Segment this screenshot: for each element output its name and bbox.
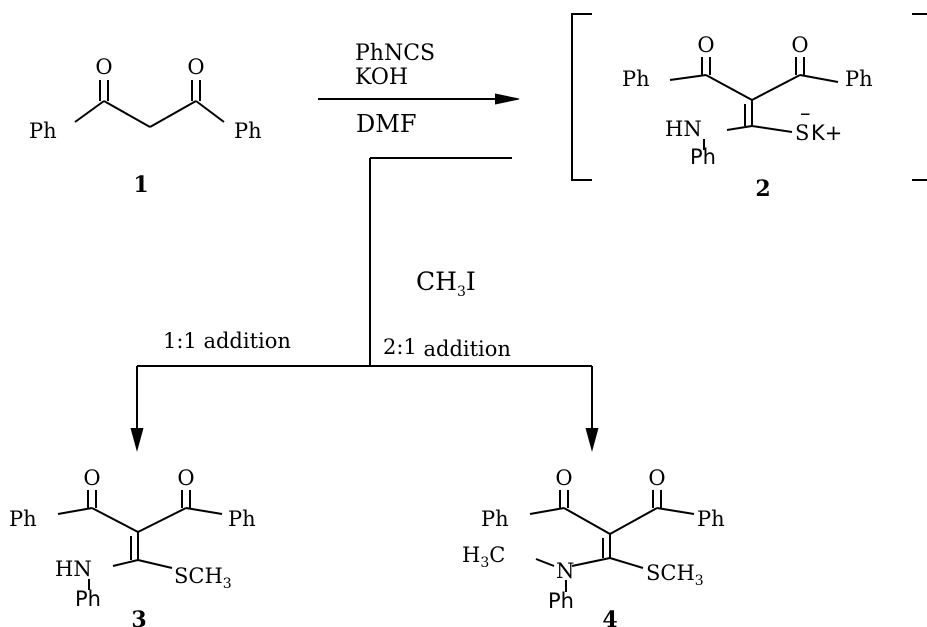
atom-oxygen: O xyxy=(648,466,665,490)
phenyl-group: Ph xyxy=(481,507,509,531)
atom-oxygen: O xyxy=(791,33,808,57)
atom-oxygen: O xyxy=(95,55,112,79)
thiomethyl-group: SCH3 xyxy=(174,564,232,592)
atom-nitrogen: N xyxy=(556,559,574,583)
atom-oxygen: O xyxy=(555,466,572,490)
phenyl-group: Ph xyxy=(9,507,37,531)
condition-2-1-addition: 2:1 addition xyxy=(383,335,511,361)
compound-1: O O Ph Ph 1 xyxy=(29,55,262,198)
compound-label-3: 3 xyxy=(131,607,146,627)
n-methyl-group: H3C xyxy=(462,543,505,571)
branch-lines xyxy=(130,157,599,452)
solvent-dmf: DMF xyxy=(356,110,416,138)
phenyl-group: Ph xyxy=(690,145,716,169)
atom-oxygen: O xyxy=(187,55,204,79)
phenyl-group: Ph xyxy=(697,507,725,531)
phenyl-group: Ph xyxy=(622,67,650,91)
phenyl-group: Ph xyxy=(29,119,57,143)
phenyl-group: Ph xyxy=(228,507,256,531)
phenyl-group: Ph xyxy=(548,589,574,613)
phenyl-group: Ph xyxy=(75,587,101,611)
condition-1-1-addition: 1:1 addition xyxy=(163,329,291,353)
atom-oxygen: O xyxy=(697,33,714,57)
reaction-arrow-1-to-2: PhNCS KOH DMF xyxy=(318,41,520,138)
reagent-koh: KOH xyxy=(355,65,408,90)
compound-label-1: 1 xyxy=(133,172,148,198)
reagent-methyl-iodide: CH3I xyxy=(416,267,476,300)
reagent-phncs: PhNCS xyxy=(355,41,435,66)
atom-oxygen: O xyxy=(83,466,100,490)
atom-sulfur: S xyxy=(795,121,809,145)
atom-nh: HN xyxy=(55,557,92,581)
atom-oxygen: O xyxy=(177,466,194,490)
compound-3: O O Ph Ph HN Ph SCH3 3 xyxy=(9,466,256,627)
compound-4: O O Ph Ph H3C N Ph SCH3 4 xyxy=(462,466,725,627)
phenyl-group: Ph xyxy=(845,67,873,91)
bracket-left xyxy=(571,13,592,181)
charge-minus: – xyxy=(800,101,811,125)
thiomethyl-group: SCH3 xyxy=(646,561,704,589)
compound-label-2: 2 xyxy=(755,176,770,202)
atom-nh: HN xyxy=(665,117,702,141)
compound-2: O O Ph Ph HN Ph S – K+ 2 xyxy=(571,13,927,202)
phenyl-group: Ph xyxy=(234,119,262,143)
compound-label-4: 4 xyxy=(602,607,617,627)
potassium-cation: K+ xyxy=(811,121,842,145)
